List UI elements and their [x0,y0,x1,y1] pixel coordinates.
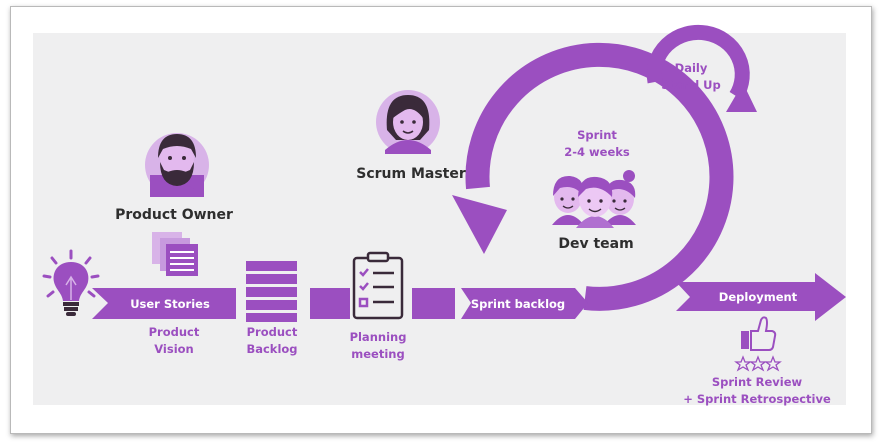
sprint-retrospective-caption: + Sprint Retrospective [683,392,831,406]
flow-segment-1 [310,288,350,319]
user-stories-arrow [92,288,236,319]
documents-icon [152,232,198,276]
sprint-backlog-arrow [461,288,588,319]
product-owner-avatar [145,133,209,197]
scrum-master-avatar [376,90,440,154]
scrum-master-label: Scrum Master [356,166,466,182]
deployment-arrow [676,273,846,321]
sprint-label: Sprint [577,128,617,142]
sprint-review-caption: Sprint Review [712,375,803,389]
product-vision-caption-line2: Vision [154,342,194,356]
sprint-cycle-arrow [452,42,734,311]
product-backlog-caption-line2: Backlog [246,342,297,356]
dev-team-avatar [552,170,636,228]
deployment-label: Deployment [719,290,798,304]
product-backlog-caption-line1: Product [247,325,298,339]
sprint-backlog-label: Sprint backlog [471,297,565,311]
product-owner-label: Product Owner [115,207,233,223]
product-vision-caption-line1: Product [149,325,200,339]
daily-standup-arrow [646,24,757,112]
lightbulb-icon [42,249,100,316]
user-stories-label: User Stories [130,297,210,311]
standup-label: Stand Up [661,78,721,92]
sprint-duration-label: 2-4 weeks [564,145,630,159]
daily-label: Daily [675,61,708,75]
backlog-stack-icon [246,261,297,322]
stars-icon [734,355,782,372]
planning-meeting-caption-line1: Planning [350,330,407,344]
flow-segment-2 [412,288,455,319]
planning-meeting-caption-line2: meeting [351,347,404,361]
dev-team-label: Dev team [558,236,633,252]
thumbs-up-icon [741,316,777,351]
clipboard-checklist-icon [352,251,404,320]
